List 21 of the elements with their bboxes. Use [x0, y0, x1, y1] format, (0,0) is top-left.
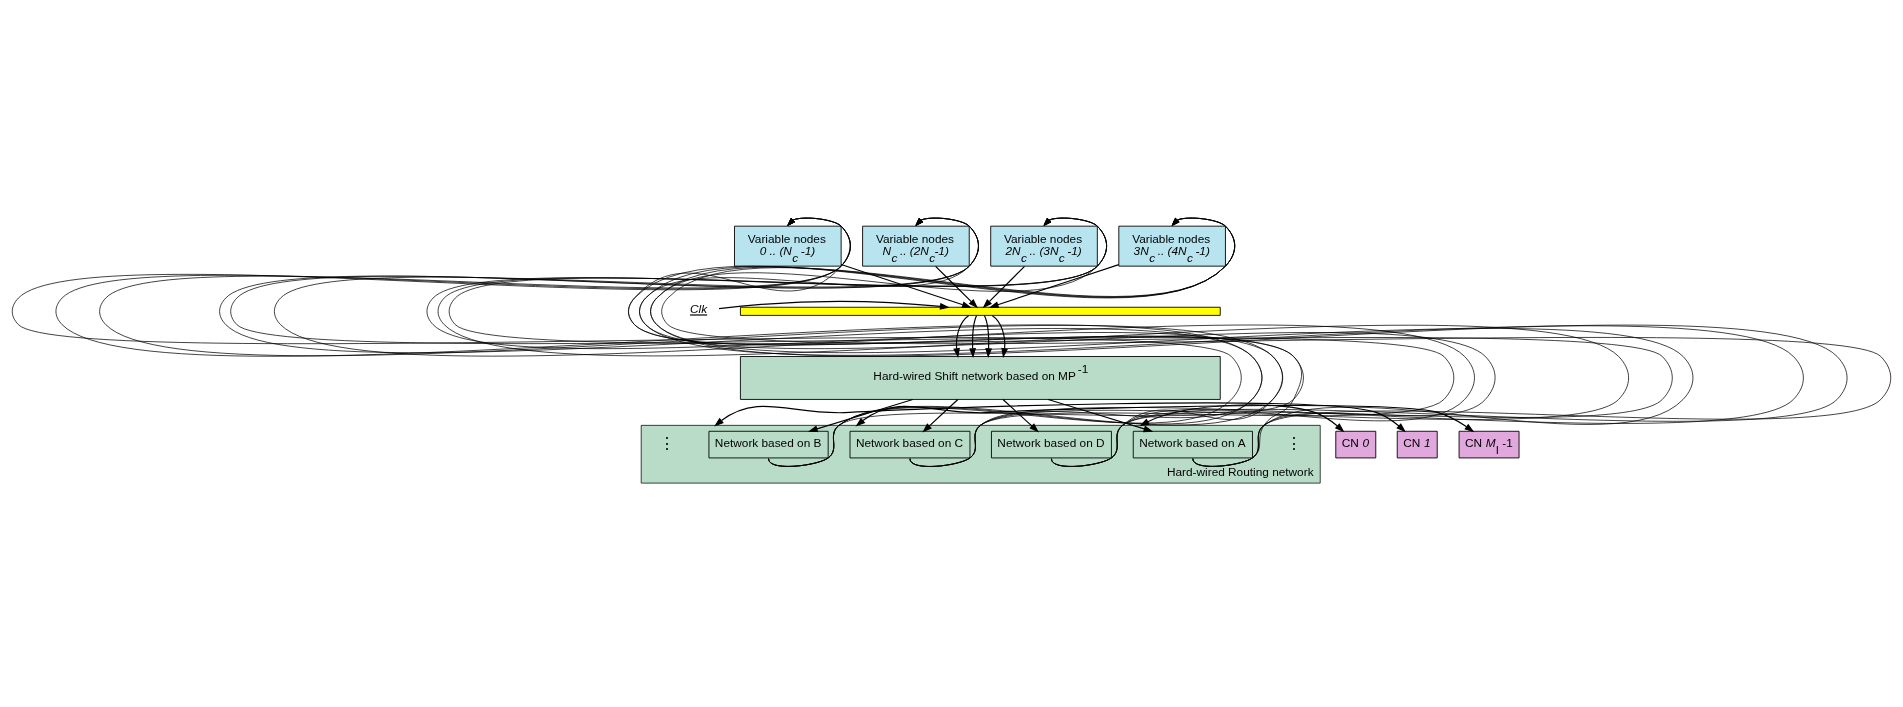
node-bar	[739, 306, 1221, 316]
arrow	[988, 264, 1120, 308]
node-box: Network based on C	[849, 430, 971, 459]
arrow	[1047, 398, 1154, 433]
arrow	[1002, 398, 1039, 433]
arrow	[807, 398, 914, 433]
node-box: CN 1	[1396, 430, 1438, 459]
node-text: Clk	[690, 302, 708, 317]
label: ⋮	[1286, 433, 1303, 452]
label: ⋮	[658, 433, 675, 452]
arrow	[982, 265, 1026, 309]
arrow	[714, 402, 1406, 433]
arrow	[718, 300, 950, 310]
node-box: CN 0	[1335, 430, 1377, 459]
arrow	[855, 404, 1475, 433]
node-box: Network based on A	[1132, 430, 1253, 459]
arrow	[840, 263, 972, 308]
arrow	[922, 398, 959, 433]
node-box: Network based on B	[708, 430, 829, 459]
arrow	[935, 265, 978, 309]
node-box: Network based on D	[991, 430, 1112, 459]
